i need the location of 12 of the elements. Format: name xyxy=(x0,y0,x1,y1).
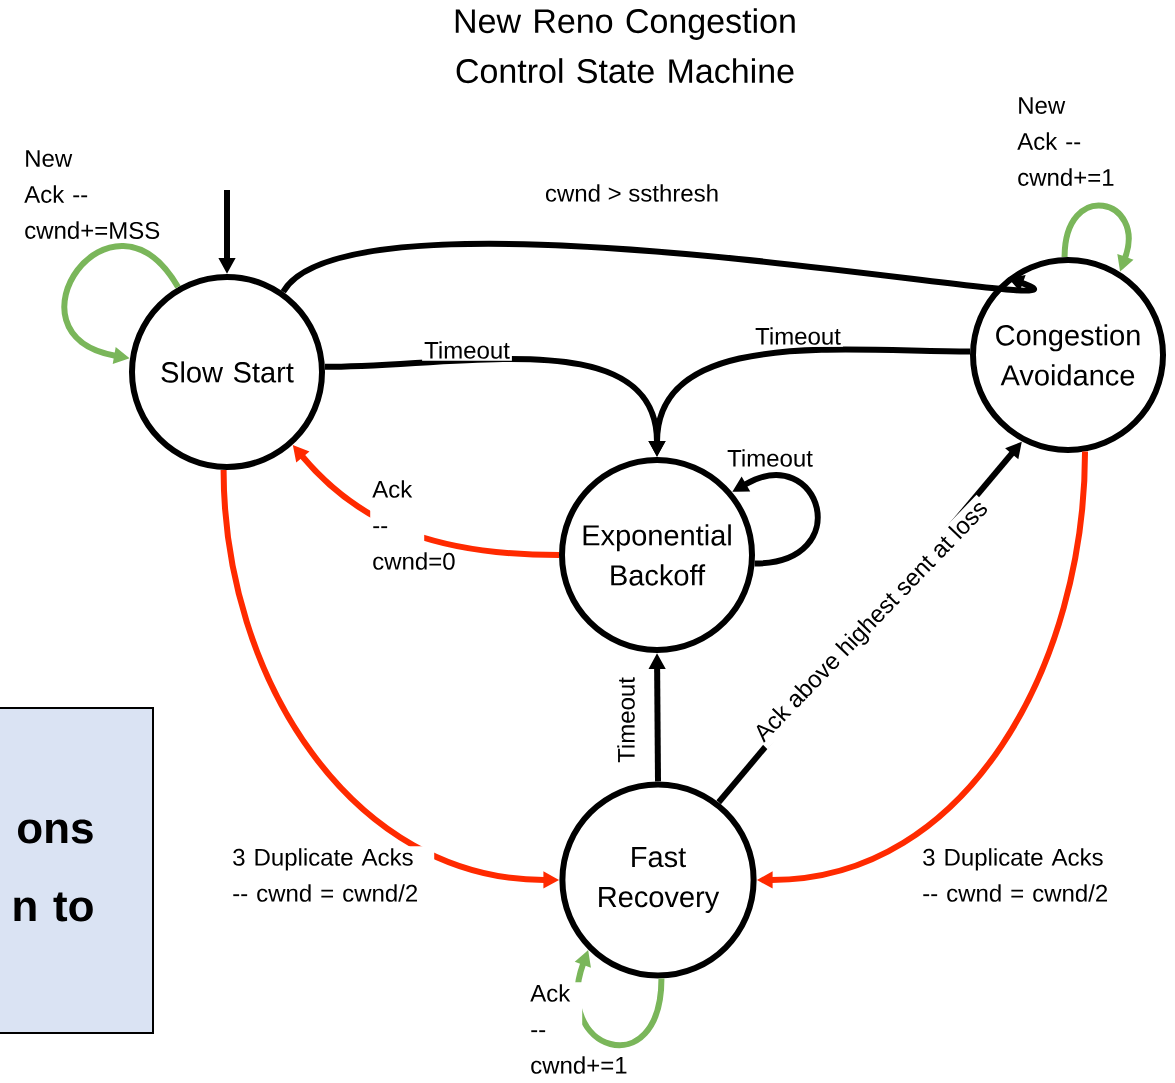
edge-label: cwnd > ssthresh xyxy=(542,182,722,204)
edge-label: 3 Duplicate Acks -- cwnd = cwnd/2 xyxy=(230,846,435,904)
edge-label: Timeout xyxy=(615,675,637,765)
edge-label: Timeout xyxy=(753,325,843,347)
edge-label: 3 Duplicate Acks -- cwnd = cwnd/2 xyxy=(920,846,1125,904)
edge-label: New Ack -- cwnd+=1 xyxy=(1015,95,1120,188)
edge-label: New Ack -- cwnd+=MSS xyxy=(22,148,160,241)
text-box: ons n to xyxy=(0,707,154,1034)
edge-label: Ack -- cwnd=0 xyxy=(370,478,455,572)
edge-label: Ack -- cwnd+=1 xyxy=(528,982,627,1076)
title: New Reno Congestion Control State Machine xyxy=(455,8,795,84)
edge-label: Timeout xyxy=(422,339,512,361)
